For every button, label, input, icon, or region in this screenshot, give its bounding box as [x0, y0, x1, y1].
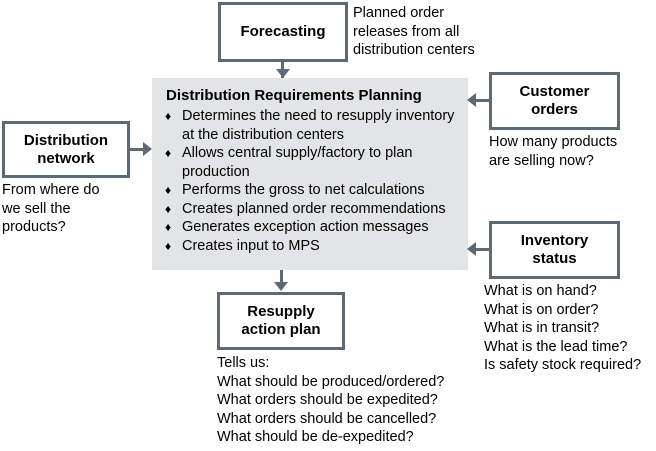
list-item-label: Allows central supply/factory to plan pr… — [182, 145, 413, 180]
list-item-label: Performs the gross to net calculations — [182, 182, 425, 198]
list-item: ♦ Creates input to MPS — [160, 237, 458, 256]
panel-distribution-requirements-planning[interactable]: Distribution Requirements Planning ♦ Det… — [152, 78, 468, 270]
list-item: ♦ Generates exception action messages — [160, 218, 458, 237]
diamond-bullet-icon: ♦ — [165, 238, 172, 253]
connector-distribution-network-to-drp-arrow-icon — [143, 142, 152, 156]
node-forecasting[interactable]: Forecasting — [218, 2, 348, 62]
node-inventory-status[interactable]: Inventory status — [489, 221, 620, 279]
caption-resupply-note: Tells us: What should be produced/ordere… — [217, 355, 445, 445]
connector-customer-orders-to-drp-arrow-icon — [467, 93, 476, 107]
caption-distribution-network-note: From where do we sell the products? — [2, 182, 100, 235]
node-resupply-action-plan[interactable]: Resupply action plan — [217, 292, 345, 350]
connector-distribution-network-to-drp-line — [130, 148, 145, 151]
connector-customer-orders-to-drp-line — [476, 99, 489, 102]
panel-title: Distribution Requirements Planning — [166, 87, 422, 104]
caption-inventory-status-note: What is on hand? What is on order? What … — [484, 283, 642, 373]
diamond-bullet-icon: ♦ — [165, 183, 172, 197]
node-resupply-action-plan-label: Resupply action plan — [241, 303, 321, 338]
node-distribution-network-label: Distribution network — [23, 131, 109, 167]
node-customer-orders-label: Customer orders — [519, 83, 590, 118]
caption-customer-orders-note: How many products are selling now? — [489, 134, 618, 169]
list-item: ♦ Allows central supply/factory to plan … — [160, 144, 458, 181]
list-item: ♦ Performs the gross to net calculations — [160, 181, 458, 200]
diamond-bullet-icon: ♦ — [165, 146, 172, 160]
diamond-bullet-icon: ♦ — [165, 201, 172, 216]
list-item-label: Creates planned order recommendations — [182, 200, 446, 217]
list-item-label: Creates input to MPS — [182, 237, 320, 254]
node-forecasting-label: Forecasting — [240, 23, 326, 40]
panel-bullet-list: ♦ Determines the need to resupply invent… — [160, 107, 458, 255]
diamond-bullet-icon: ♦ — [165, 220, 172, 234]
list-item: ♦ Determines the need to resupply invent… — [160, 107, 458, 144]
connector-inventory-status-to-drp-arrow-icon — [467, 242, 476, 256]
node-distribution-network[interactable]: Distribution network — [2, 121, 130, 178]
connector-drp-to-resupply-line — [280, 270, 283, 285]
list-item: ♦ Creates planned order recommendations — [160, 200, 458, 219]
list-item-label: Generates exception action messages — [182, 219, 429, 235]
diamond-bullet-icon: ♦ — [165, 109, 172, 123]
connector-inventory-status-to-drp-line — [476, 248, 489, 251]
connector-forecasting-to-drp-arrow-icon — [276, 69, 290, 78]
node-inventory-status-label: Inventory status — [520, 232, 589, 267]
node-customer-orders[interactable]: Customer orders — [489, 72, 620, 130]
list-item-label: Determines the need to resupply inventor… — [182, 108, 455, 143]
connector-drp-to-resupply-arrow-icon — [274, 282, 288, 291]
caption-forecasting-note: Planned order releases from all distribu… — [353, 5, 475, 58]
